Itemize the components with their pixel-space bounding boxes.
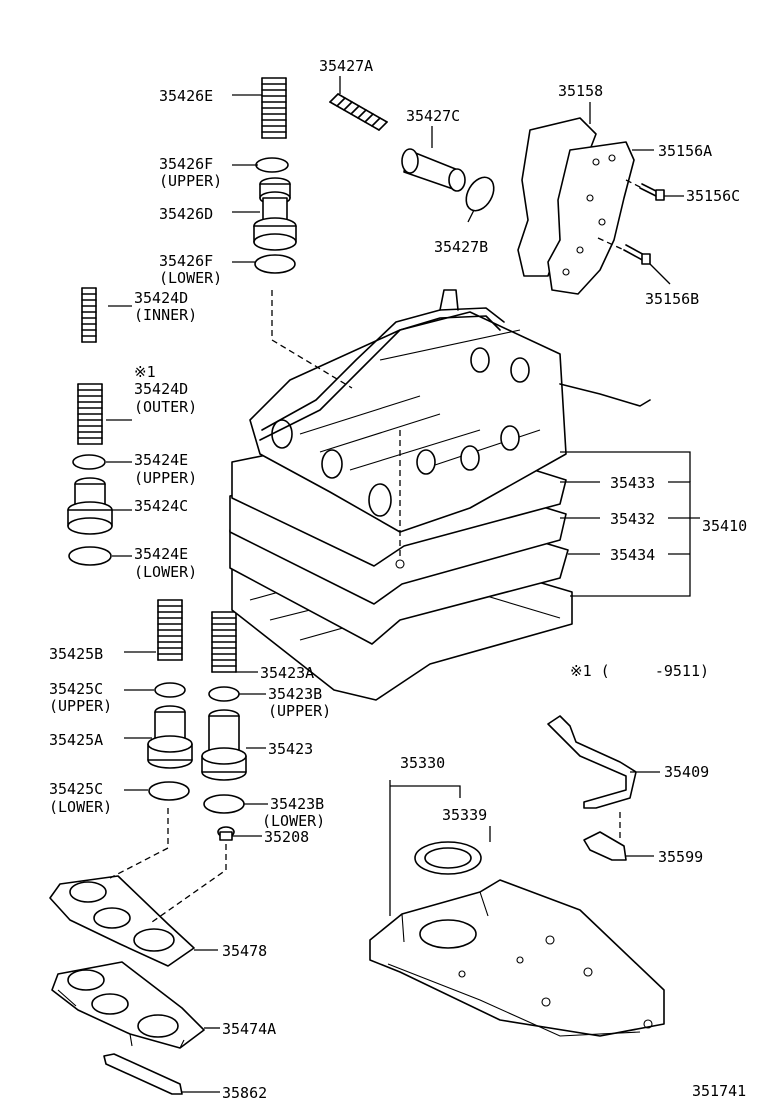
label-35330: 35330 — [400, 754, 445, 772]
leader-lines — [106, 76, 700, 1093]
label-35425a: 35425A — [49, 731, 103, 749]
label-35425c-upper: 35425C — [49, 680, 103, 698]
label-mark-1: ※1 — [134, 363, 156, 381]
oring-35426f-lower-part — [254, 254, 296, 274]
spring-35427a-part — [329, 93, 388, 131]
label-35433: 35433 — [610, 474, 655, 492]
oring-35423b-lower-part — [203, 794, 245, 814]
oring-35425c-upper-part — [154, 682, 186, 698]
label-35425c-upper-note: (UPPER) — [49, 697, 112, 715]
clamp-35599-part — [583, 831, 627, 861]
label-35423b-upper-note: (UPPER) — [268, 702, 331, 720]
label-35424c: 35424C — [134, 497, 188, 515]
label-35426e: 35426E — [159, 87, 213, 105]
label-35424d-outer-note: (OUTER) — [134, 398, 197, 416]
label-35478: 35478 — [222, 942, 267, 960]
bolt-35156b-part — [623, 244, 651, 265]
label-35156a: 35156A — [658, 142, 712, 160]
label-35410: 35410 — [702, 517, 747, 535]
label-35426f-upper-note: (UPPER) — [159, 172, 222, 190]
oil-pan-35330-part — [369, 879, 665, 1037]
label-35156b: 35156B — [645, 290, 699, 308]
plunger-35423-part — [201, 709, 247, 781]
label-35862: 35862 — [222, 1084, 267, 1102]
label-35425c-lower: 35425C — [49, 780, 103, 798]
label-35423b-upper: 35423B — [268, 685, 322, 703]
plunger-35426d-part — [253, 177, 297, 251]
gasket-35478-part — [49, 875, 195, 967]
label-35423b-lower: 35423B — [270, 795, 324, 813]
label-35423: 35423 — [268, 740, 313, 758]
label-35423b-lower-note: (LOWER) — [262, 812, 325, 830]
label-35426d: 35426D — [159, 205, 213, 223]
label-35208: 35208 — [264, 828, 309, 846]
label-35339: 35339 — [442, 806, 487, 824]
label-35599: 35599 — [658, 848, 703, 866]
label-35425c-lower-note: (LOWER) — [49, 798, 112, 816]
label-35424e-upper-note: (UPPER) — [134, 469, 197, 487]
plate-35474a-part — [51, 961, 205, 1049]
label-35424d-outer: 35424D — [134, 380, 188, 398]
oring-35427b-part — [465, 176, 495, 212]
label-35426f-lower: 35426F — [159, 252, 213, 270]
label-35427c: 35427C — [406, 107, 460, 125]
label-35426f-upper: 35426F — [159, 155, 213, 173]
label-35158: 35158 — [558, 82, 603, 100]
label-35474a: 35474A — [222, 1020, 276, 1038]
oring-35424e-upper-part — [72, 454, 106, 470]
spring-35425b-part — [157, 599, 183, 661]
label-35409: 35409 — [664, 763, 709, 781]
label-35424e-lower-note: (LOWER) — [134, 563, 197, 581]
label-35424d-inner: 35424D — [134, 289, 188, 307]
valve-35427c-part — [401, 148, 466, 192]
clip-35862-part — [103, 1053, 183, 1095]
plunger-35425a-part — [147, 705, 193, 769]
check-ball-35208-part — [217, 826, 235, 841]
valve-body-assembly-35410 — [229, 289, 651, 701]
ring-35339-part — [414, 841, 482, 875]
plunger-35424c-part — [67, 477, 113, 535]
spring-35426e-part — [261, 77, 287, 139]
label-35426f-lower-note: (LOWER) — [159, 269, 222, 287]
bracket-35409-part — [547, 715, 637, 809]
oring-35423b-upper-part — [208, 686, 240, 702]
label-35427b: 35427B — [434, 238, 488, 256]
spring-35423a-part — [211, 611, 237, 673]
oring-35426f-upper-part — [255, 157, 289, 173]
oring-35425c-lower-part — [148, 781, 190, 801]
label-35427a: 35427A — [319, 57, 373, 75]
label-footnote: ※1 ( -9511) — [570, 662, 709, 680]
assembly-dashed-lines — [109, 179, 643, 923]
oring-35424e-lower-part — [68, 546, 112, 566]
label-35424e-lower: 35424E — [134, 545, 188, 563]
bolt-35156c-part — [639, 183, 665, 201]
spring-35424d-outer-part — [77, 383, 103, 445]
cover-plate-35156a-part — [547, 141, 635, 295]
label-35423a: 35423A — [260, 664, 314, 682]
label-diagram-id: 351741 — [692, 1082, 746, 1100]
label-35424e-upper: 35424E — [134, 451, 188, 469]
label-35432: 35432 — [610, 510, 655, 528]
label-35434: 35434 — [610, 546, 655, 564]
label-35425b: 35425B — [49, 645, 103, 663]
label-35156c: 35156C — [686, 187, 740, 205]
part-labels: 35426E 35426F (UPPER) 35426D 35426F (LOW… — [49, 57, 747, 1102]
label-35424d-inner-note: (INNER) — [134, 306, 197, 324]
spring-35424d-inner-part — [81, 287, 97, 343]
